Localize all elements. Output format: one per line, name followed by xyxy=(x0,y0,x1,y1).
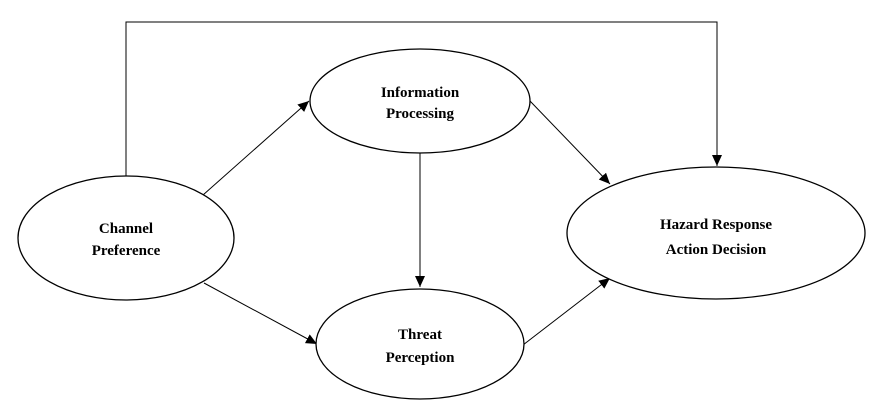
edge-threat-to-hazard xyxy=(522,277,611,346)
edge-channel-to-hazard xyxy=(125,21,722,178)
node-label-line1: Channel xyxy=(99,221,153,237)
node-label-line2: Preference xyxy=(92,243,161,259)
node-label-line1: Threat xyxy=(398,327,442,343)
node-information-processing: Information Processing xyxy=(309,48,531,154)
node-hazard-response-action-decision: Hazard Response Action Decision xyxy=(566,166,866,300)
node-channel-preference: Channel Preference xyxy=(17,175,235,301)
edge-channel-to-threat xyxy=(203,282,318,345)
edge-channel-to-information xyxy=(202,100,310,196)
node-label-line2: Action Decision xyxy=(666,242,767,258)
node-ellipse xyxy=(17,175,235,301)
node-label-line1: Hazard Response xyxy=(660,217,772,233)
edges xyxy=(125,21,722,346)
node-ellipse xyxy=(315,288,525,400)
node-label-line2: Perception xyxy=(386,350,456,366)
node-ellipse xyxy=(309,48,531,154)
node-label-line2: Processing xyxy=(386,106,455,122)
node-threat-perception: Threat Perception xyxy=(315,288,525,400)
node-ellipse xyxy=(566,166,866,300)
edge-information-to-hazard xyxy=(529,100,611,185)
node-label-line1: Information xyxy=(381,85,460,101)
